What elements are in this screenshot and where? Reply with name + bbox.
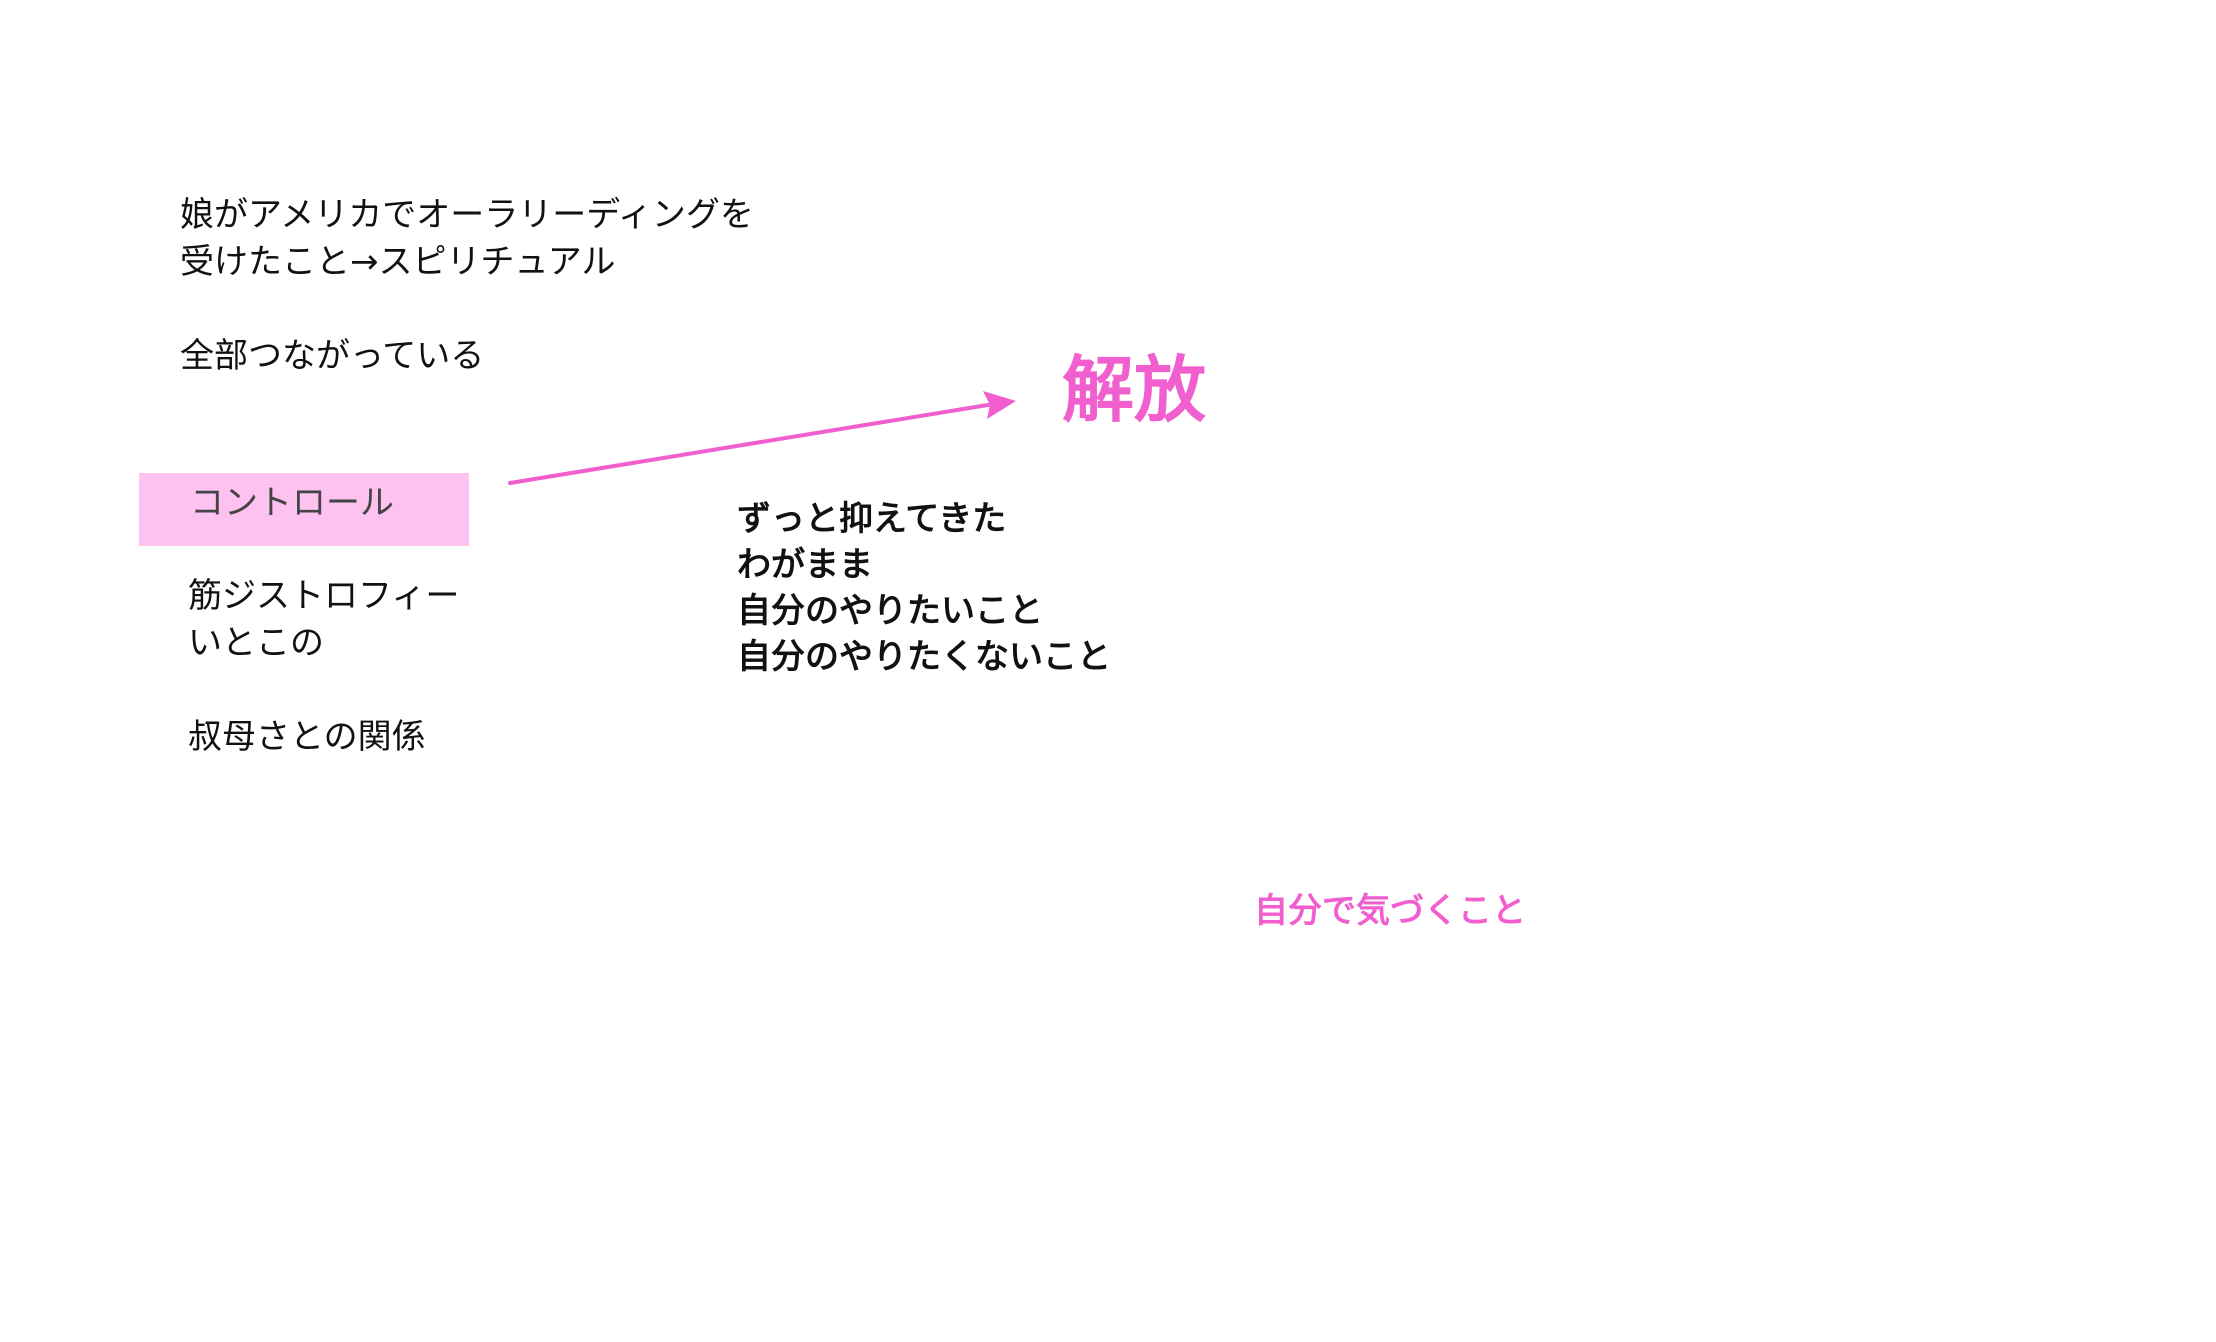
release-list-item: ずっと抑えてきた	[737, 499, 1007, 539]
note-line: 受けたこと→スピリチュアル	[180, 242, 616, 282]
arrow-line	[508, 401, 1002, 485]
arrowhead-icon	[983, 391, 1016, 419]
note-line: 叔母さとの関係	[188, 717, 426, 757]
release-list-item: 自分のやりたいこと	[737, 591, 1043, 631]
release-list-item: 自分のやりたくないこと	[737, 637, 1111, 677]
release-list: ずっと抑えてきた わがまま 自分のやりたいこと 自分のやりたくないこと	[737, 496, 1111, 680]
note-line: 娘がアメリカでオーラリーディングを	[180, 195, 754, 235]
self-awareness-text: 自分で気づくこと	[1254, 891, 1526, 931]
note-line: 筋ジストロフィー	[188, 576, 460, 616]
note-line: いとこの	[188, 623, 324, 663]
note-spacer	[180, 286, 754, 333]
release-title: 解放	[1062, 348, 1207, 432]
note-top: 娘がアメリカでオーラリーディングを 受けたこと→スピリチュアル 全部つながってい…	[180, 192, 754, 380]
control-highlight-box	[139, 473, 469, 546]
note-line: 全部つながっている	[180, 336, 485, 376]
note-spacer	[188, 667, 459, 714]
note-bottom: 筋ジストロフィー いとこの 叔母さとの関係	[188, 573, 459, 761]
release-list-item: わがまま	[737, 545, 873, 585]
control-label: コントロール	[190, 483, 394, 523]
